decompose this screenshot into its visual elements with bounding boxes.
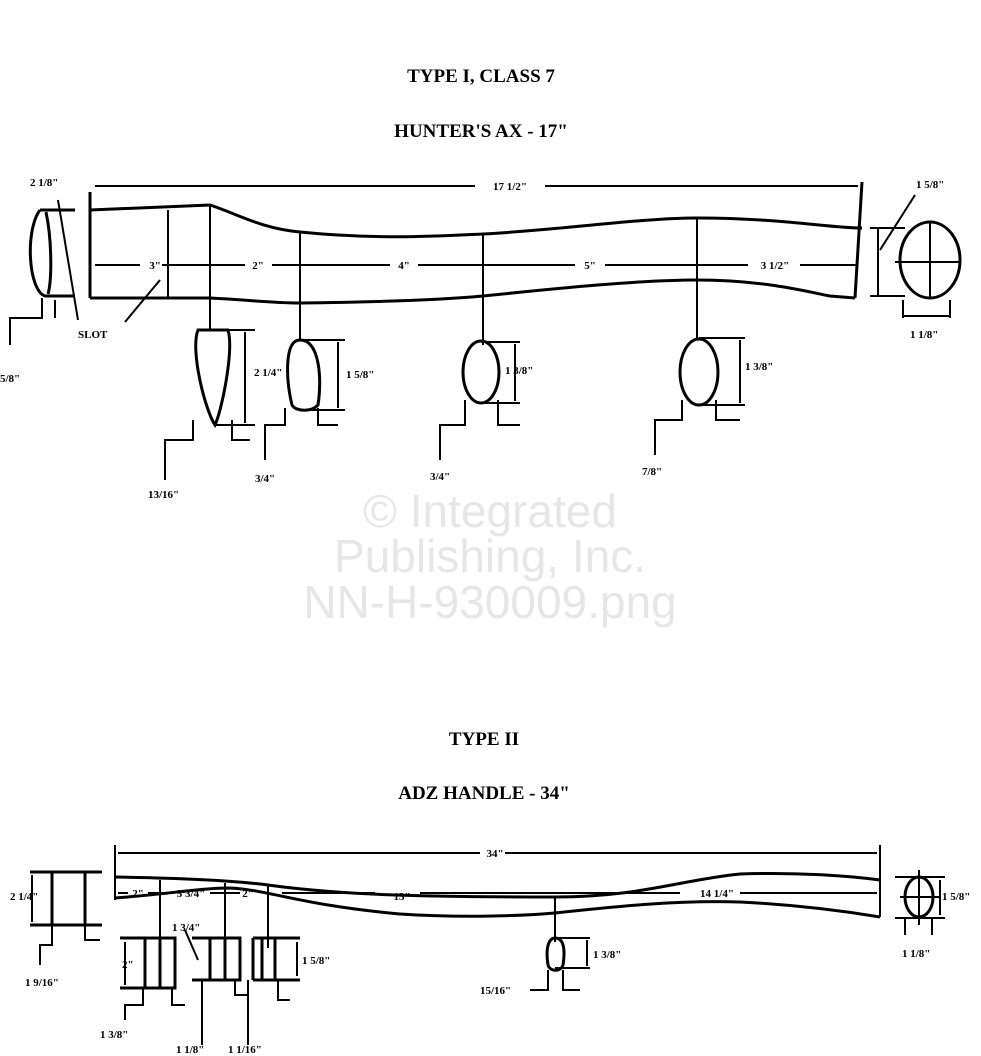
- type2-sec2-width: 1 1/8": [176, 1044, 204, 1056]
- type2-right-end-height: 1 5/8": [942, 891, 970, 903]
- type2-sec2-height: 1 3/4": [172, 922, 200, 934]
- type2-right-end-width: 1 1/8": [902, 948, 930, 960]
- adz-left-end-view: [30, 870, 102, 965]
- watermark-line-2: Publishing, Inc.: [334, 530, 646, 582]
- type1-left-end-height: 2 1/8": [30, 177, 58, 189]
- ax-right-end-view: [870, 194, 962, 318]
- type1-right-end-height: 1 5/8": [916, 179, 944, 191]
- type2-seg3: 2": [242, 888, 254, 900]
- watermark: © Integrated Publishing, Inc. NN-H-93000…: [303, 485, 676, 628]
- type1-seg2: 2": [252, 260, 264, 272]
- type2-sec1-width: 1 3/8": [100, 1029, 128, 1041]
- type2-seg2: 3 3/4": [177, 888, 205, 900]
- type2-title: TYPE II: [449, 729, 519, 750]
- type1-sec1-height: 2 1/4": [254, 367, 282, 379]
- adz-right-end-view: [895, 870, 945, 935]
- ax-left-end-view: [9, 199, 79, 345]
- type2-sec4-height: 1 3/8": [593, 949, 621, 961]
- type1-sec2-width: 3/4": [255, 473, 275, 485]
- type1-slot-width: 5/8": [0, 373, 20, 385]
- type1-sec4-width: 7/8": [642, 466, 662, 478]
- type2-sec3-height: 1 5/8": [302, 955, 330, 967]
- type1-sec3-width: 3/4": [430, 471, 450, 483]
- type2-left-end-height: 2 1/4": [10, 891, 38, 903]
- type1-seg1: 3": [149, 260, 161, 272]
- type1-seg5: 3 1/2": [761, 260, 789, 272]
- type1-seg4: 5": [584, 260, 596, 272]
- type1-sec3-height: 1 3/8": [505, 365, 533, 377]
- type1-title: TYPE I, CLASS 7: [407, 66, 555, 87]
- type1-sec4-height: 1 3/8": [745, 361, 773, 373]
- type2-sec4-width: 15/16": [480, 985, 511, 997]
- type2-seg1: 2": [132, 888, 144, 900]
- type1-subtitle: HUNTER'S AX - 17": [394, 121, 568, 142]
- type2-seg5: 14 1/4": [700, 888, 734, 900]
- type2-left-end-width: 1 9/16": [25, 977, 59, 989]
- watermark-line-3: NN-H-930009.png: [303, 576, 676, 628]
- ax-handle-side-view: [88, 181, 864, 345]
- ax-cross-sections: [164, 328, 745, 480]
- type1-right-end-width: 1 1/8": [910, 329, 938, 341]
- type2-sec1-height: 2": [122, 959, 134, 971]
- type2-subtitle: ADZ HANDLE - 34": [398, 783, 570, 804]
- type1-sec1-width: 13/16": [148, 489, 179, 501]
- adz-cross-sections: [120, 929, 590, 1045]
- type2-sec3-width: 1 1/16": [228, 1044, 262, 1056]
- watermark-line-1: © Integrated: [363, 485, 617, 537]
- type2-seg4: 13": [393, 891, 410, 903]
- type1-seg3: 4": [398, 260, 410, 272]
- type1-overall-length: 17 1/2": [493, 181, 527, 193]
- type2-overall-length: 34": [486, 848, 503, 860]
- type1-slot-label: SLOT: [78, 329, 108, 341]
- type1-sec2-height: 1 5/8": [346, 369, 374, 381]
- adz-handle-side-view: [114, 845, 881, 948]
